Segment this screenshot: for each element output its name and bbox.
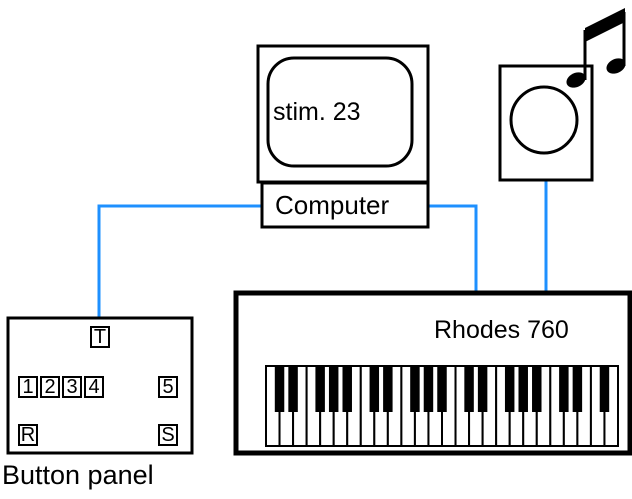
- black-key: [599, 366, 610, 412]
- button-1[interactable]: 1: [18, 376, 38, 398]
- button-panel-caption: Button panel: [2, 460, 154, 490]
- black-key: [477, 366, 488, 412]
- black-key: [315, 366, 325, 412]
- button-s[interactable]: S: [158, 424, 178, 446]
- button-panel-body: [6, 316, 194, 455]
- black-key: [518, 366, 528, 412]
- black-key: [288, 366, 298, 412]
- black-key: [369, 366, 380, 412]
- monitor-screen-text: stim. 23: [273, 98, 361, 126]
- black-key: [274, 366, 285, 412]
- black-key: [532, 366, 542, 412]
- music-note-icon: [566, 8, 626, 88]
- button-2[interactable]: 2: [40, 376, 60, 398]
- button-3[interactable]: 3: [62, 376, 82, 398]
- black-key: [504, 366, 515, 412]
- black-key: [437, 366, 447, 412]
- button-t[interactable]: T: [90, 326, 110, 348]
- computer-label: Computer: [275, 190, 390, 220]
- button-5[interactable]: 5: [158, 376, 178, 398]
- monitor: [256, 44, 430, 184]
- panel-cable: [97, 204, 262, 318]
- cables: [97, 180, 548, 318]
- computer-box: [260, 181, 430, 229]
- black-key: [423, 366, 434, 412]
- piano-keys: [265, 365, 620, 447]
- black-key: [464, 366, 474, 412]
- black-key: [559, 366, 569, 412]
- button-4[interactable]: 4: [84, 376, 104, 398]
- monitor-screen: [266, 56, 414, 168]
- black-key: [383, 366, 393, 412]
- black-key: [342, 366, 352, 412]
- keyboard-label: Rhodes 760: [434, 316, 569, 344]
- black-key: [410, 366, 420, 412]
- keyboard-cable: [428, 204, 478, 292]
- button-r[interactable]: R: [18, 424, 38, 446]
- black-key: [328, 366, 339, 412]
- black-key: [572, 366, 583, 412]
